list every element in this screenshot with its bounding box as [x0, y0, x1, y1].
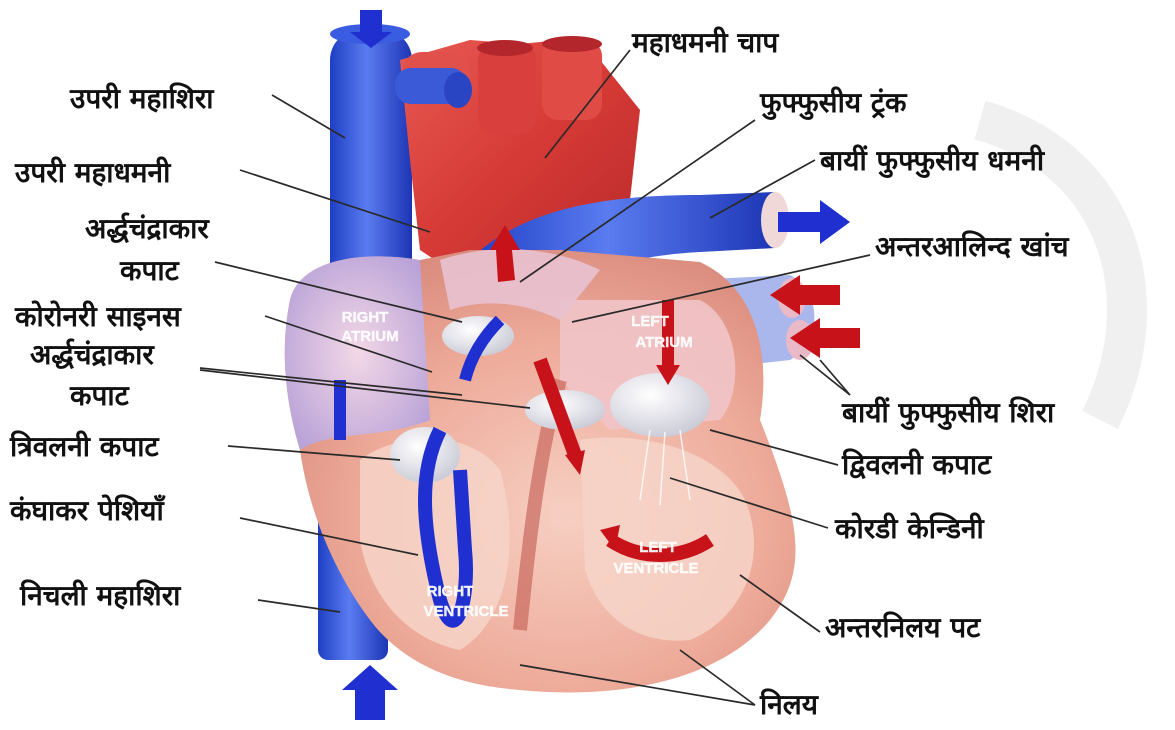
right-ventricle-label-line2: VENTRICLE	[423, 603, 508, 620]
left-atrium-label-line2: ATRIUM	[635, 334, 692, 351]
label-interventricular-septum: अन्तरनिलय पट	[825, 611, 981, 644]
label-tricuspid-valve: त्रिवलनी कपाट	[9, 430, 159, 463]
right-atrium-label-line1: RIGHT	[342, 309, 389, 326]
left-ventricle-label-line2: VENTRICLE	[613, 560, 698, 577]
label-papillary-muscles: कंघाकर पेशियाँ	[9, 494, 166, 527]
label-ventricles: निलय	[759, 688, 820, 721]
label-bicuspid-valve: द्विवलनी कपाट	[841, 448, 992, 481]
label-left-pulmonary-artery: बायीं फुफ्फुसीय धमनी	[819, 144, 1046, 178]
brachiocephalic-vein-opening	[444, 72, 472, 108]
left-ventricle-label-line1: LEFT	[639, 539, 677, 556]
right-atrium-label-line2: ATRIUM	[341, 328, 398, 345]
label-coronary-sinus: कोरोनरी साइनस	[14, 300, 182, 333]
label-aortic-arch: महाधमनी चाप	[631, 26, 779, 59]
right-ventricle-label-line1: RIGHT	[427, 583, 474, 600]
label-semilunar-valve-upper-line1: अर्द्धचंद्राकार	[85, 212, 210, 245]
label-chordae-tendineae: कोरडी केन्डिनी	[834, 512, 985, 545]
label-semilunar-valve-lower-line2: कपाट	[69, 379, 130, 412]
label-superior-vena-cava: उपरी महाशिरा	[69, 82, 215, 115]
label-left-pulmonary-veins: बायीं फुफ्फुसीय शिरा	[841, 396, 1056, 430]
label-interatrial-groove: अन्तरआलिन्द खांच	[875, 230, 1070, 263]
label-inferior-vena-cava: निचली महाशिरा	[19, 579, 182, 612]
left-atrium-label-line1: LEFT	[631, 313, 669, 330]
label-superior-aorta: उपरी महाधमनी	[14, 156, 172, 189]
label-semilunar-valve-upper-line2: कपाट	[119, 254, 180, 287]
label-semilunar-valve-lower-line1: अर्द्धचंद्राकार	[30, 338, 155, 371]
label-pulmonary-trunk: फुफ्फुसीय ट्रंक	[759, 86, 908, 120]
